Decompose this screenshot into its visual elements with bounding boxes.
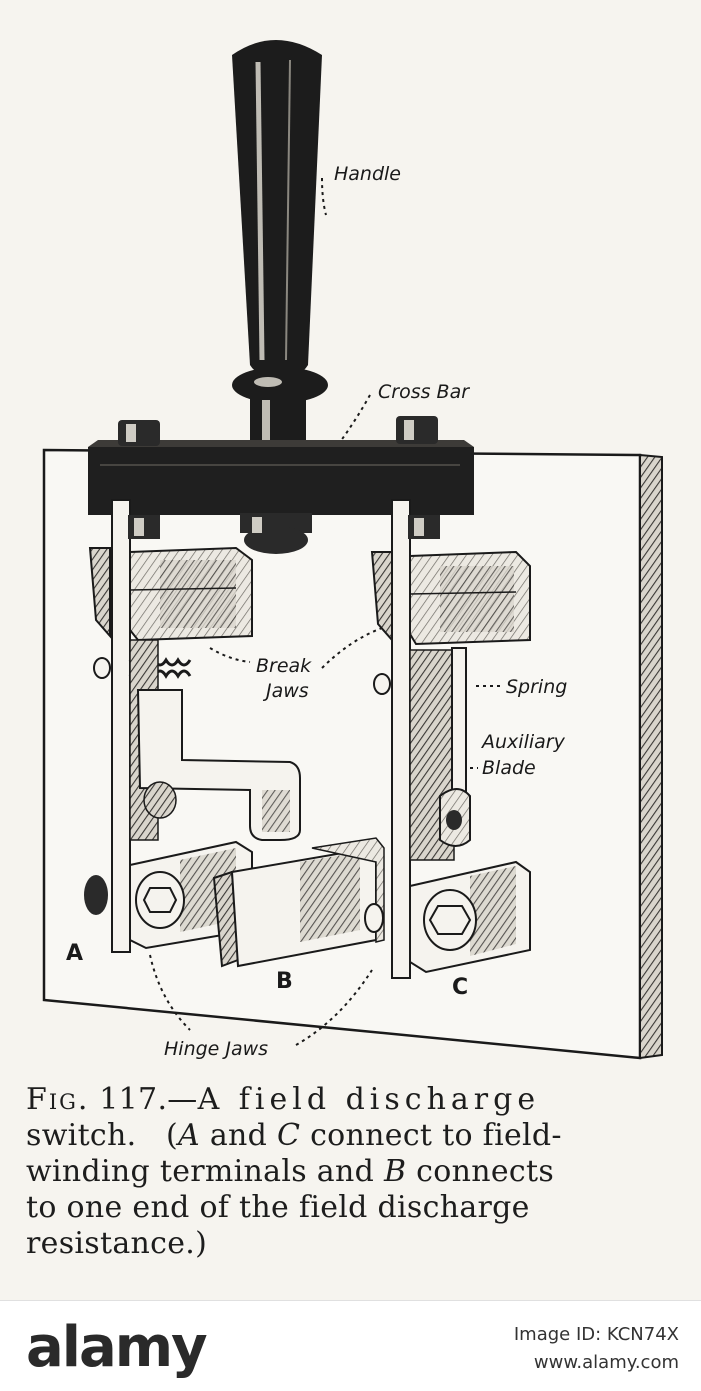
caption-fig-abbr: Fig. — [26, 1082, 90, 1117]
label-handle: Handle — [334, 163, 401, 185]
label-auxiliary-blade-line1: Auxiliary — [480, 731, 566, 753]
figure-caption: Fig. 117.—A field discharge switch. (A a… — [26, 1082, 676, 1262]
handle — [232, 40, 328, 447]
page: Handle Cross Bar Break Jaws Spring Auxil… — [0, 0, 701, 1300]
caption-and: and — [199, 1118, 277, 1153]
caption-paren: ( — [166, 1118, 179, 1153]
cross-bar-nut-left — [118, 420, 160, 446]
label-spring: Spring — [506, 676, 567, 698]
caption-dash: — — [167, 1082, 198, 1117]
caption-term-c: C — [276, 1118, 301, 1153]
label-terminal-c: C — [452, 975, 468, 1000]
caption-line-5: resistance.) — [26, 1226, 208, 1261]
caption-winding: winding terminals and — [26, 1154, 384, 1189]
caption-switch: switch. — [26, 1118, 137, 1153]
caption-line-3: winding terminals and B connects — [26, 1154, 676, 1190]
caption-fig-number: 117. — [99, 1082, 168, 1117]
label-terminal-b: B — [276, 969, 293, 994]
hinge-jaw-c — [409, 860, 531, 974]
leader-cross-bar — [339, 394, 371, 443]
leader-lines — [149, 177, 500, 1046]
image-id: Image ID: KCN74X — [513, 1324, 679, 1345]
caption-title: A field discharge — [197, 1082, 541, 1117]
label-hinge-jaws: Hinge Jaws — [164, 1038, 268, 1060]
watermark-footer: alamy Image ID: KCN74X www.alamy.com — [0, 1300, 701, 1391]
leader-hinge-jaws-right — [295, 969, 373, 1046]
blade-right — [391, 499, 440, 979]
image-id-block: Image ID: KCN74X www.alamy.com — [514, 1321, 679, 1377]
label-terminal-a: A — [66, 941, 83, 966]
site-url: www.alamy.com — [533, 1352, 679, 1373]
blade-left — [111, 499, 160, 953]
label-break-jaws-line1: Break — [256, 655, 312, 677]
alamy-logo: alamy — [26, 1315, 208, 1380]
caption-connects: connects — [406, 1154, 555, 1189]
label-break-jaws-line2: Jaws — [262, 680, 309, 702]
caption-term-b: B — [383, 1154, 407, 1189]
caption-line-4: to one end of the field discharge — [26, 1190, 530, 1225]
leader-hinge-jaws-left — [149, 954, 191, 1031]
caption-term-a: A — [178, 1118, 200, 1153]
caption-connect-field: connect to field- — [300, 1118, 562, 1153]
leader-handle — [321, 177, 327, 216]
break-jaw-right — [370, 550, 531, 646]
caption-line-1: Fig. 117.—A field discharge — [26, 1082, 676, 1118]
switch-illustration: Handle Cross Bar Break Jaws Spring Auxil… — [42, 40, 663, 1060]
cross-bar-nut-right — [396, 416, 438, 444]
label-cross-bar: Cross Bar — [378, 381, 470, 403]
cross-bar-bottom-nut — [240, 513, 312, 554]
caption-line-2: switch. (A and C connect to field- — [26, 1118, 676, 1154]
leader-break-jaws-right — [321, 627, 383, 669]
label-auxiliary-blade-line2: Blade — [482, 757, 536, 779]
cross-bar — [88, 416, 474, 554]
leader-break-jaws-left — [209, 647, 251, 663]
break-jaw-left — [88, 546, 253, 642]
hinge-jaw-b — [212, 837, 385, 968]
auxiliary-blade-right — [439, 647, 471, 847]
auxiliary-blade-left — [136, 689, 301, 841]
